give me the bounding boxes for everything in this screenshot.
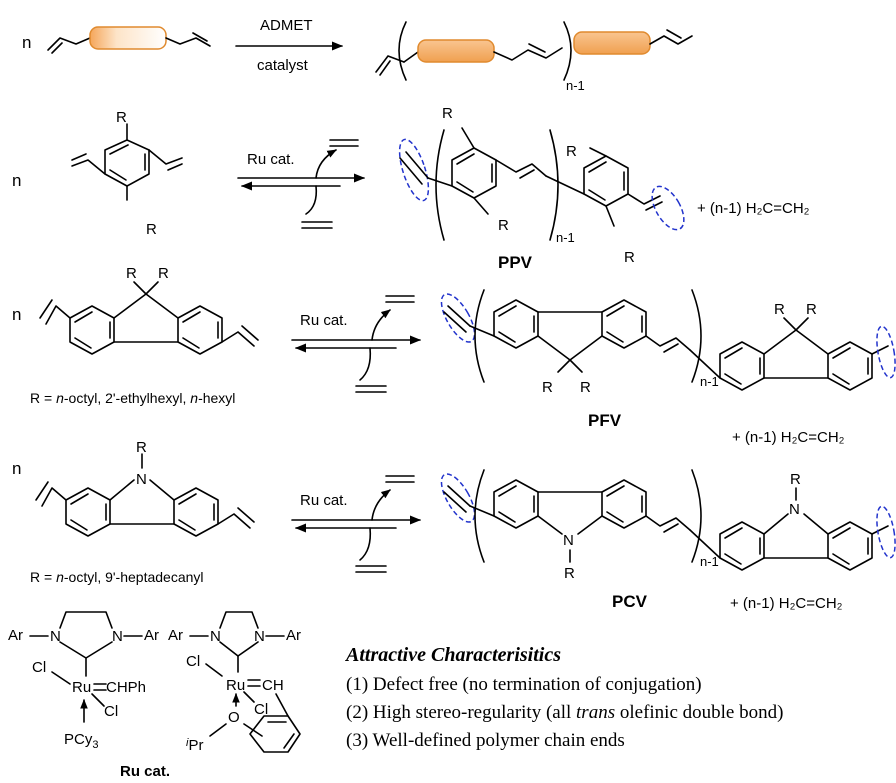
row4-n: n	[12, 459, 21, 478]
cat2-ipr: iPr	[186, 737, 203, 754]
row2-n: n	[12, 171, 21, 190]
cat1-ar-right: Ar	[144, 627, 159, 644]
row2-product-r4: R	[624, 249, 635, 266]
characteristics-item2: (2) High stereo-regularity (all trans ol…	[346, 702, 783, 723]
cat1-pcy3: PCy3	[64, 731, 98, 751]
row4-arrow-label: Ru cat.	[300, 492, 348, 509]
row2-product-r3: R	[566, 143, 577, 160]
row4-p-r1: R	[564, 565, 575, 582]
cat-label: Ru cat.	[120, 763, 170, 780]
row4-r: R	[136, 439, 147, 456]
row1-generic-admet: n ADMET catalyst n-1	[22, 17, 693, 93]
characteristics-item3: (3) Well-defined polymer chain ends	[346, 730, 625, 751]
row4-byproduct: + (n-1) H₂C=CH₂	[730, 595, 843, 612]
row2-product-r1: R	[442, 105, 453, 122]
ru-catalysts: Ar N N Ar Cl Ru CHPh Cl PCy3 Ar N N Ar C…	[8, 611, 301, 780]
row1-monomer-box	[89, 26, 167, 50]
row2-subscript: n-1	[556, 230, 575, 245]
cat2-ar-left: Ar	[168, 627, 183, 644]
row2-product-r2: R	[498, 217, 509, 234]
row3-p-r2: R	[580, 379, 591, 396]
row3-arrow-label: Ru cat.	[300, 312, 348, 329]
row4-name: PCV	[612, 592, 648, 611]
row1-subscript: n-1	[566, 78, 585, 93]
row4-nitrogen: N	[136, 471, 147, 488]
row1-n: n	[22, 33, 31, 52]
row3-p-r4: R	[806, 301, 817, 318]
cat2-o: O	[228, 709, 240, 726]
row3-p-r1: R	[542, 379, 553, 396]
row3-p-r3: R	[774, 301, 785, 318]
cat2-cl-bottom: Cl	[254, 701, 268, 718]
row1-repeat-box	[417, 39, 495, 63]
row4-r-note: R = n-octyl, 9'-heptadecanyl	[30, 569, 204, 585]
row4-p-n2: N	[789, 501, 800, 518]
cat2-n-right: N	[254, 628, 265, 645]
row3-byproduct: + (n-1) H₂C=CH₂	[732, 429, 845, 446]
row3-subscript: n-1	[700, 374, 719, 389]
cat2-n-left: N	[210, 628, 221, 645]
row2-r-top: R	[116, 109, 127, 126]
cat2-ar-right: Ar	[286, 627, 301, 644]
row4-subscript: n-1	[700, 554, 719, 569]
row3-r1: R	[126, 265, 137, 282]
cat1-n-right: N	[112, 628, 123, 645]
row3-r2: R	[158, 265, 169, 282]
row2-r-bottom: R	[146, 221, 157, 238]
characteristics-item1: (1) Defect free (no termination of conju…	[346, 674, 702, 695]
row2-byproduct: + (n-1) H₂C=CH₂	[697, 200, 810, 217]
row2-ppv: n R R Ru cat. R R	[12, 105, 810, 272]
row1-end-box	[573, 31, 651, 55]
cat2-cl-top: Cl	[186, 653, 200, 670]
row3-n: n	[12, 305, 21, 324]
row1-arrow-top: ADMET	[260, 17, 313, 34]
cat1-chph: CHPh	[106, 679, 146, 696]
row3-r-note: R = n-octyl, 2'-ethylhexyl, n-hexyl	[30, 390, 235, 406]
cat2-ch: CH	[262, 677, 284, 694]
characteristics-box: Attractive Characterisitics (1) Defect f…	[344, 644, 783, 751]
cat1-ru: Ru	[72, 679, 91, 696]
row3-pfv: n R R R = n-octyl, 2'-ethylhexyl, n-hexy…	[12, 265, 896, 446]
row4-p-n1: N	[563, 532, 574, 549]
row1-arrow-bottom: catalyst	[257, 57, 309, 74]
row4-pcv: n N R R = n-octyl, 9'-heptadecanyl Ru ca…	[12, 439, 896, 612]
row2-arrow-label: Ru cat.	[247, 151, 295, 168]
cat1-n-left: N	[50, 628, 61, 645]
row2-name: PPV	[498, 253, 533, 272]
cat1-ar-left: Ar	[8, 627, 23, 644]
cat1-cl-top: Cl	[32, 659, 46, 676]
cat1-cl-bottom: Cl	[104, 703, 118, 720]
characteristics-title: Attractive Characterisitics	[344, 644, 561, 666]
row3-name: PFV	[588, 411, 622, 430]
cat2-ru: Ru	[226, 677, 245, 694]
row4-p-r2: R	[790, 471, 801, 488]
